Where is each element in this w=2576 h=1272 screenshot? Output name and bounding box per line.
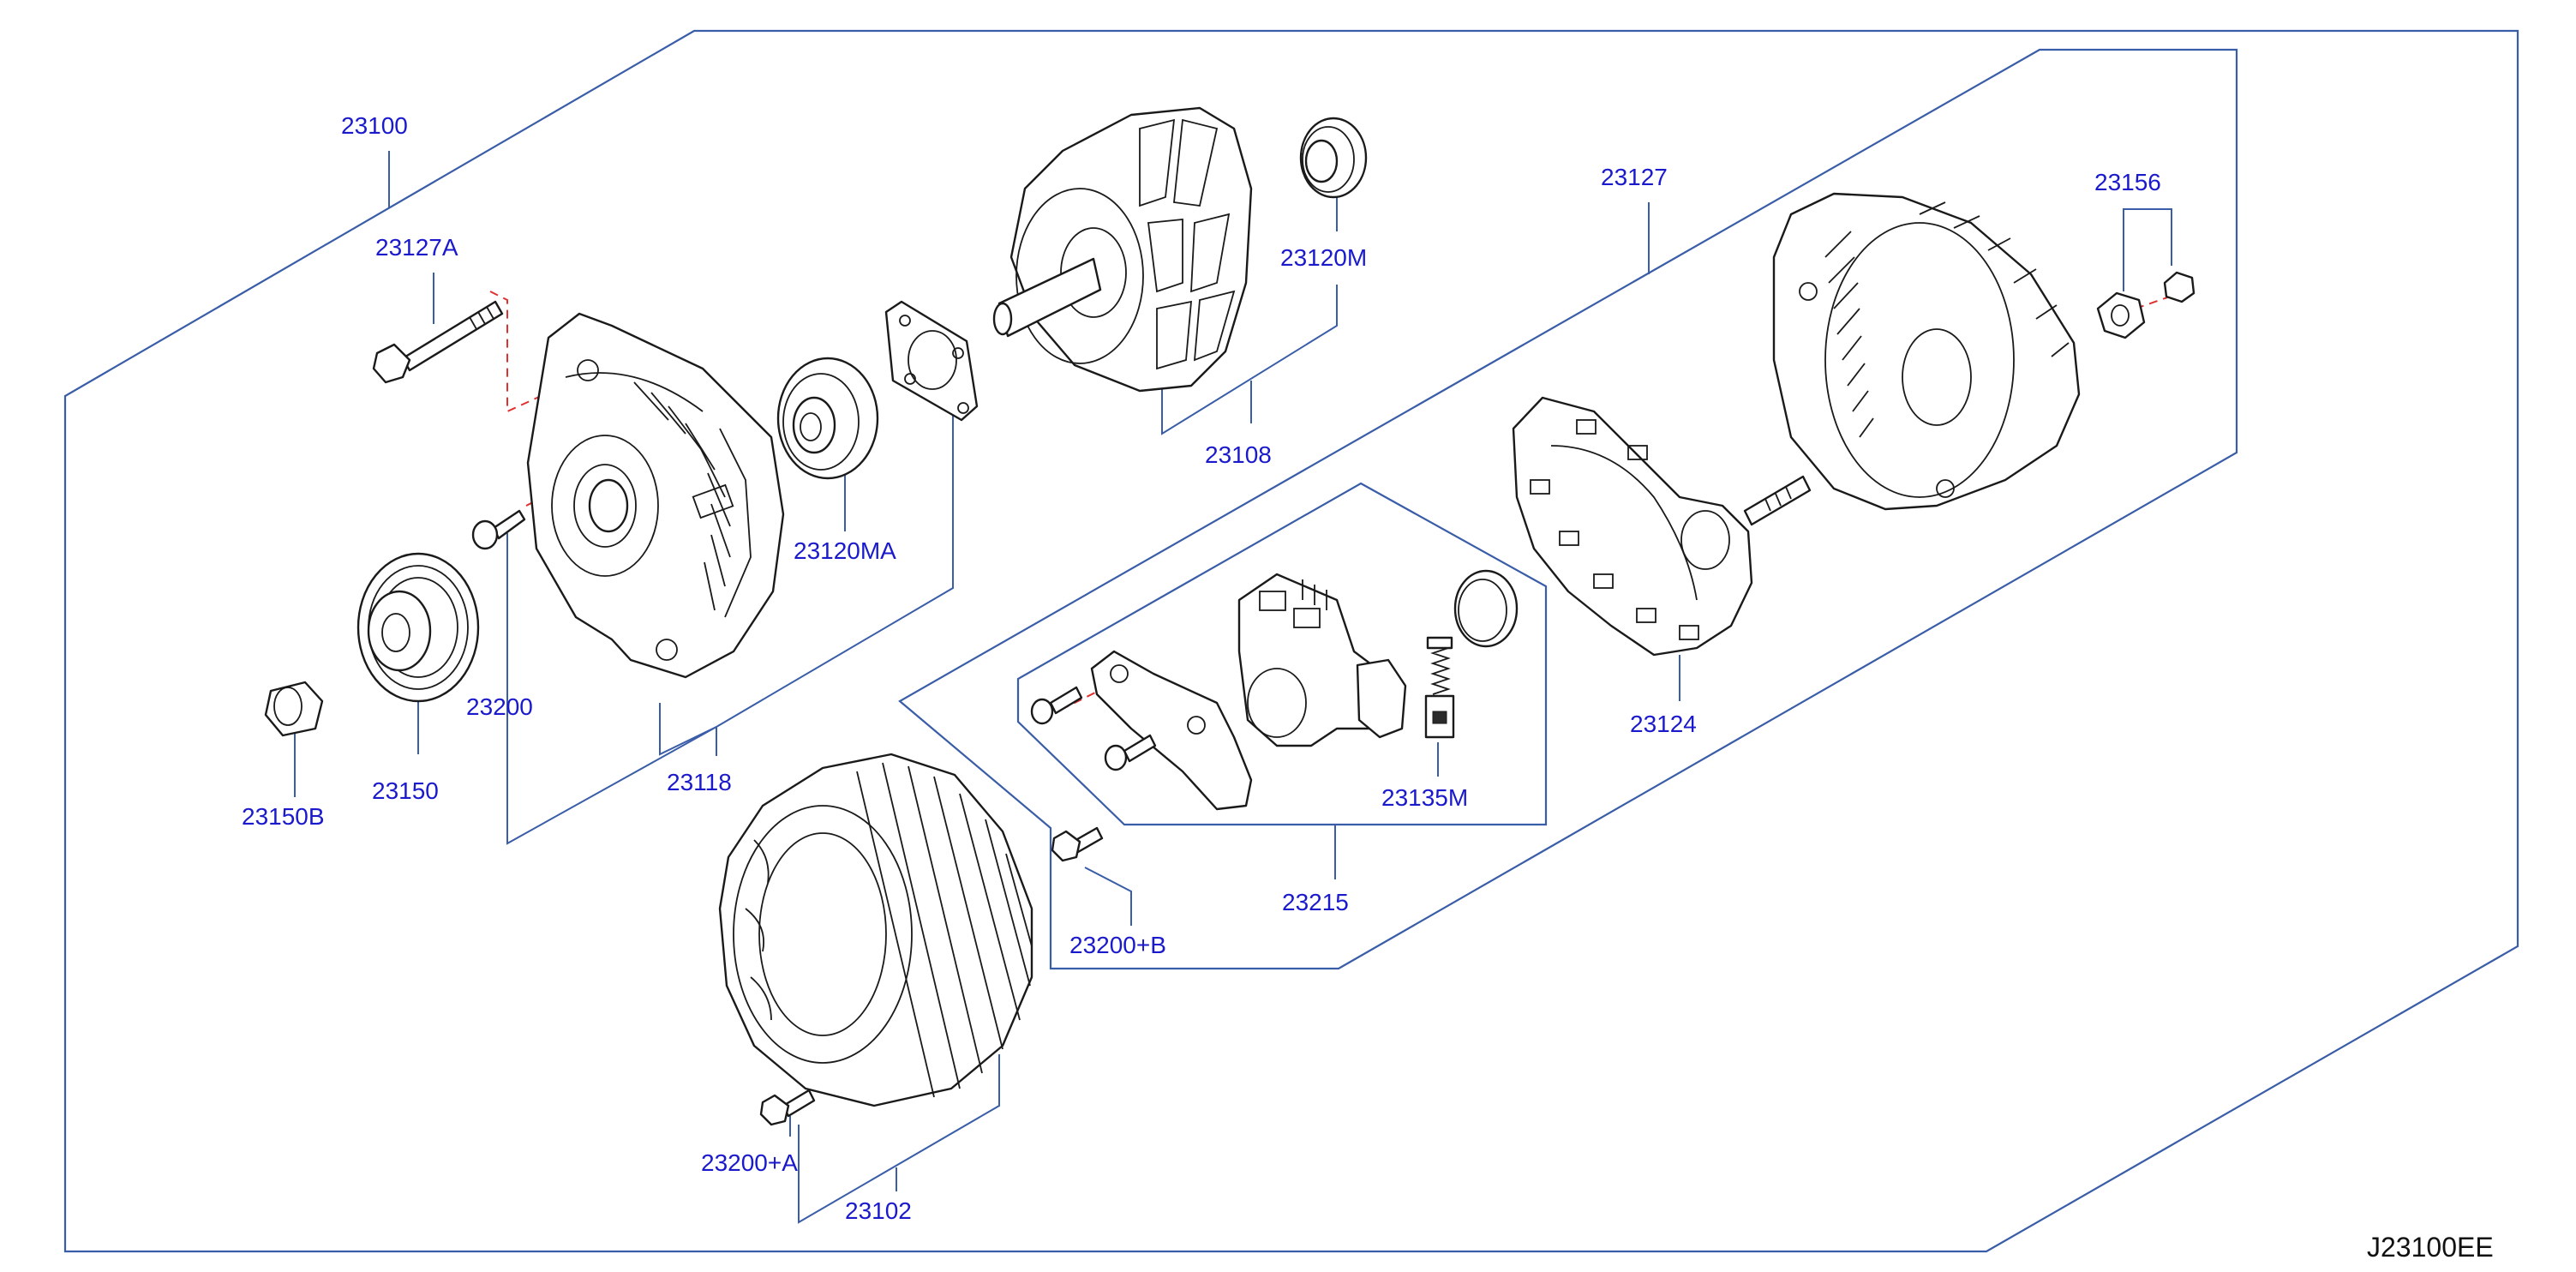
rotor-poles — [1139, 118, 1236, 370]
label-23100: 23100 — [341, 112, 408, 139]
slip-ring-cover[interactable] — [1453, 569, 1519, 648]
stator-23102[interactable] — [718, 753, 1033, 1107]
leader-lines — [294, 151, 2172, 1224]
label-23108: 23108 — [1205, 441, 1272, 468]
screw-23200b[interactable] — [1051, 826, 1104, 862]
label-23215: 23215 — [1282, 889, 1349, 915]
label-23200a: 23200+A — [701, 1149, 798, 1176]
rectifier-23124[interactable] — [1512, 396, 1812, 657]
part-labels: 23100 23127A 23200 23150 23150B 23118 23… — [242, 112, 2161, 1224]
label-23156: 23156 — [2094, 169, 2161, 195]
rear-cover-23127[interactable] — [1772, 192, 2081, 511]
label-23120m: 23120M — [1280, 244, 1367, 271]
label-23150: 23150 — [372, 777, 439, 804]
label-23127a: 23127A — [375, 234, 458, 261]
assembly-frame — [63, 29, 2519, 1253]
nut-23156-small[interactable] — [2163, 271, 2196, 303]
rear-bearing-23120m[interactable] — [1299, 117, 1368, 199]
stator-windings — [745, 762, 1033, 1098]
screw-23200[interactable] — [471, 509, 526, 550]
pulley-23150[interactable] — [356, 552, 480, 703]
pulley-nut-23150b[interactable] — [264, 681, 324, 737]
rear-cover-group-frame — [898, 48, 2238, 970]
fins-regulator — [1302, 579, 1327, 610]
screw-23200a[interactable] — [759, 1089, 816, 1126]
rectifier-diodes — [1530, 419, 1699, 640]
front-bearing-23120ma[interactable] — [776, 357, 879, 480]
label-23120ma: 23120MA — [794, 537, 896, 564]
label-23200: 23200 — [466, 693, 533, 720]
label-23135m: 23135M — [1381, 784, 1468, 811]
diagram-reference-code: J23100EE — [2367, 1232, 2494, 1263]
through-bolt-23127a[interactable] — [372, 300, 504, 384]
label-23124: 23124 — [1630, 711, 1697, 737]
label-23200b: 23200+B — [1069, 932, 1166, 958]
bearing-retainer-plate[interactable] — [884, 300, 979, 422]
label-23150b: 23150B — [242, 803, 325, 830]
regulator-group-frame — [1016, 482, 1548, 826]
brush-23135m[interactable] — [1424, 636, 1455, 739]
label-23118: 23118 — [667, 769, 732, 795]
front-bracket-housing-23118[interactable] — [526, 312, 785, 679]
nut-23156-large[interactable] — [2096, 291, 2146, 339]
regulator-23215[interactable] — [1030, 573, 1407, 811]
label-23127: 23127 — [1601, 164, 1668, 190]
rear-cover-vents — [1824, 201, 2070, 438]
label-23102: 23102 — [845, 1197, 912, 1224]
bracket-fins — [633, 381, 731, 611]
rotor-23108[interactable] — [992, 106, 1253, 393]
